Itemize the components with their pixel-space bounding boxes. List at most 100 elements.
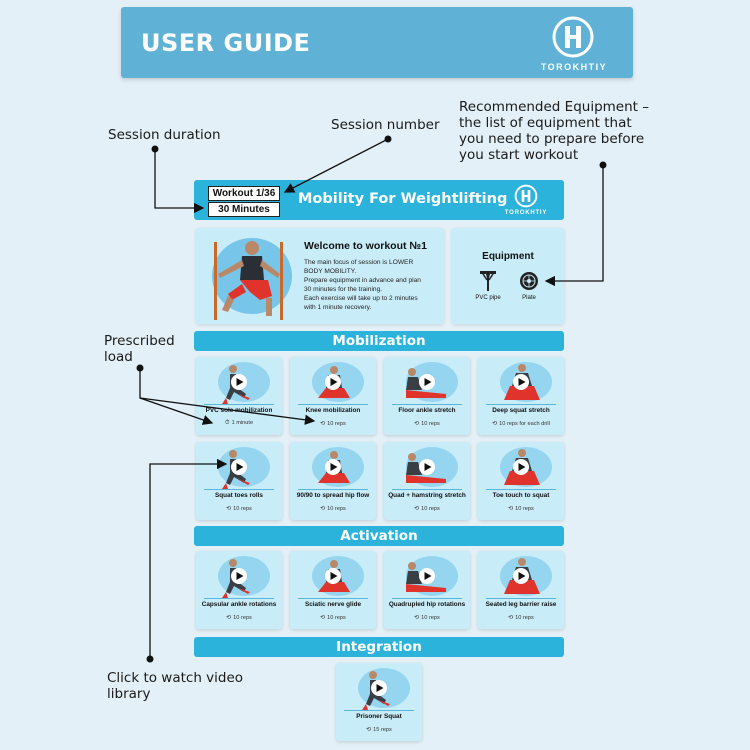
welcome-card: Welcome to workout №1 The main focus of … [196,228,444,324]
repeat-icon: ⟲ [508,506,514,512]
load-value: 10 reps [233,506,252,512]
exercise-tile[interactable]: Quadrupled hip rotations ⟲10 reps [384,551,470,629]
exercise-thumbnail[interactable] [200,554,278,598]
annotation-line: the list of equipment that [459,115,632,131]
load-value: 10 reps [233,615,252,621]
annotation-line: you need to prepare before [459,131,645,147]
annotation-session-number: Session number [331,117,440,133]
load-value: 10 reps for each drill [499,421,550,427]
exercise-thumbnail[interactable] [388,360,466,404]
welcome-line: BODY MOBILITY. [304,268,357,275]
load-value: 15 reps [373,727,392,733]
annotation-line: Prescribed [104,333,175,349]
annotation-video-library: Click to watch video library [107,670,243,702]
annotation-line: Recommended Equipment – [459,99,649,115]
exercise-tile[interactable]: Squat toes rolls ⟲10 reps [196,442,282,520]
annotation-line: you start workout [459,147,579,163]
exercise-load: ⟲10 reps [290,614,376,621]
exercise-thumbnail[interactable] [340,666,418,710]
annotation-line: Click to watch video [107,670,244,686]
equipment-label: Plate [522,295,536,301]
repeat-icon: ⟲ [366,727,372,733]
annotation-prescribed-load: Prescribed load [104,333,175,365]
repeat-icon: ⟲ [226,615,232,621]
brand-logo-icon [552,16,594,58]
load-value: 10 reps [327,615,346,621]
section-activation: Activation [194,526,564,546]
exercise-thumbnail[interactable] [388,445,466,489]
exercise-thumbnail[interactable] [482,360,560,404]
tile-divider [204,489,274,490]
tile-divider [298,404,368,405]
repeat-icon: ⟲ [414,506,420,512]
user-guide-banner: USER GUIDE TOROKHTIY [121,7,633,78]
repeat-icon: ⟲ [320,615,326,621]
exercise-load: ⟲10 reps [196,505,282,512]
exercise-load: ⟲10 reps [384,420,470,427]
welcome-line: The main focus of session is LOWER [304,259,414,266]
tile-divider [204,404,274,405]
pvc-pipe-icon [480,271,496,291]
exercise-tile[interactable]: Deep squat stretch ⟲10 reps for each dri… [478,357,564,435]
exercise-thumbnail[interactable] [200,360,278,404]
welcome-line: with 1 minute recovery. [304,304,372,311]
brand-name: TOROKHTIY [540,62,608,72]
exercise-thumbnail[interactable] [482,554,560,598]
tile-divider [486,489,556,490]
workout-number: Workout 1/36 [208,186,280,201]
exercise-thumbnail[interactable] [294,554,372,598]
load-value: 10 reps [327,506,346,512]
exercise-load: ⏱1 minute [196,420,282,427]
exercise-name: Quad + hamstring stretch [388,492,466,499]
annotation-equipment: Recommended Equipment – the list of equi… [459,99,649,163]
exercise-tile[interactable]: Knee mobilization ⟲10 reps [290,357,376,435]
tile-divider [486,598,556,599]
exercise-tile[interactable]: Sciatic nerve glide ⟲10 reps [290,551,376,629]
exercise-tile[interactable]: Quad + hamstring stretch ⟲10 reps [384,442,470,520]
exercise-tile[interactable]: Prisoner Squat ⟲15 reps [336,663,422,741]
repeat-icon: ⟲ [320,421,326,427]
page-title: USER GUIDE [141,29,311,57]
exercise-load: ⟲10 reps [196,614,282,621]
exercise-thumbnail[interactable] [482,445,560,489]
equipment-label: PVC pipe [475,295,501,301]
repeat-icon: ⟲ [226,506,232,512]
welcome-line: Prepare equipment in advance and plan [304,277,421,284]
repeat-icon: ⟲ [320,506,326,512]
exercise-load: ⟲10 reps [478,614,564,621]
repeat-icon: ⟲ [508,615,514,621]
workout-duration: 30 Minutes [208,202,280,217]
brand-logo-icon [514,184,538,208]
exercise-load: ⟲10 reps [290,505,376,512]
exercise-tile[interactable]: 90/90 to spread hip flow ⟲10 reps [290,442,376,520]
load-value: 10 reps [421,615,440,621]
exercise-name: Knee mobilization [305,407,361,414]
repeat-icon: ⟲ [414,615,420,621]
exercise-load: ⟲10 reps [384,614,470,621]
exercise-tile[interactable]: Toe touch to squat ⟲10 reps [478,442,564,520]
timer-icon: ⏱ [224,420,230,426]
exercise-thumbnail[interactable] [294,360,372,404]
load-value: 10 reps [327,421,346,427]
load-value: 10 reps [515,506,534,512]
exercise-thumbnail[interactable] [388,554,466,598]
exercise-tile[interactable]: PVC sole mobilization ⏱1 minute [196,357,282,435]
exercise-thumbnail[interactable] [200,445,278,489]
tile-divider [486,404,556,405]
exercise-tile[interactable]: Capsular ankle rotations ⟲10 reps [196,551,282,629]
tile-divider [392,404,462,405]
exercise-name: 90/90 to spread hip flow [296,492,370,499]
exercise-tile[interactable]: Floor ankle stretch ⟲10 reps [384,357,470,435]
welcome-title: Welcome to workout №1 [304,240,427,252]
exercise-name: Toe touch to squat [492,492,550,499]
exercise-name: Prisoner Squat [356,713,402,720]
exercise-name: Squat toes rolls [215,492,263,499]
annotation-line: load [104,349,133,365]
section-integration: Integration [194,637,564,657]
annotation-line: library [107,686,151,702]
exercise-name: Seated leg barrier raise [485,601,557,608]
exercise-thumbnail[interactable] [294,445,372,489]
exercise-tile[interactable]: Seated leg barrier raise ⟲10 reps [478,551,564,629]
exercise-load: ⟲10 reps [478,505,564,512]
load-value: 1 minute [231,420,254,426]
